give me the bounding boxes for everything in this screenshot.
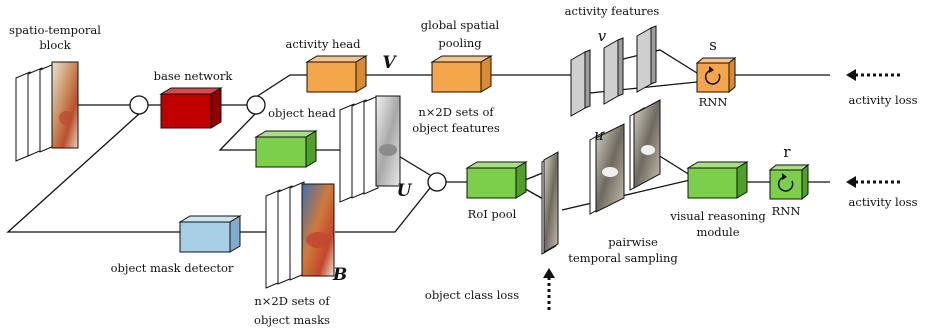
activity-head-block bbox=[305, 55, 368, 93]
loss-arrows bbox=[543, 69, 900, 310]
symbol-v: v bbox=[598, 27, 607, 45]
object-class-loss-label: object class loss bbox=[425, 288, 519, 302]
global-pooling-label-2: pooling bbox=[438, 36, 482, 50]
symbol-B: B bbox=[332, 265, 347, 285]
object-features-stack bbox=[339, 95, 401, 203]
object-masks-label-1: n×2D sets of bbox=[254, 294, 330, 308]
rnn-bottom-label: RNN bbox=[772, 204, 801, 218]
loop-arrow-icon bbox=[777, 173, 794, 192]
rnn-bottom-block bbox=[768, 163, 810, 201]
symbol-U: U bbox=[397, 181, 413, 201]
object-masks-stack bbox=[265, 181, 335, 289]
visual-reasoning-label-1: visual reasoning bbox=[669, 209, 766, 223]
activity-loss-top-label: activity loss bbox=[849, 93, 918, 107]
object-head-block bbox=[254, 130, 318, 168]
base-network-block bbox=[159, 87, 223, 129]
labels: spatio-temporal block base network activ… bbox=[9, 4, 918, 327]
activity-features-label: activity features bbox=[565, 4, 660, 18]
symbol-u: u bbox=[594, 126, 604, 144]
spatio-temporal-label-1: spatio-temporal bbox=[9, 23, 101, 37]
visual-reasoning-label-2: module bbox=[696, 225, 739, 239]
activity-head-label: activity head bbox=[286, 37, 362, 51]
object-mask-detector-label: object mask detector bbox=[111, 261, 234, 275]
rnn-top-label: RNN bbox=[699, 95, 728, 109]
roi-pool-block bbox=[465, 161, 528, 199]
loop-arrow-icon bbox=[704, 66, 721, 85]
junction-circle bbox=[246, 95, 266, 115]
spatio-temporal-label-2: block bbox=[39, 38, 71, 52]
activity-features-stack bbox=[570, 25, 657, 117]
rnn-top-block bbox=[695, 56, 737, 94]
symbol-s: s bbox=[709, 36, 717, 54]
base-network-label: base network bbox=[154, 69, 234, 83]
junction-circle bbox=[129, 95, 149, 115]
activity-loss-bottom-label: activity loss bbox=[849, 195, 918, 209]
roi-pool-label: RoI pool bbox=[468, 207, 517, 221]
junction-circle bbox=[427, 172, 447, 192]
input-frame-image bbox=[51, 61, 79, 149]
symbol-r: r bbox=[783, 143, 791, 161]
pairwise-label-1: pairwise bbox=[608, 235, 658, 249]
object-features-label-2: object features bbox=[412, 121, 500, 135]
pairwise-frames bbox=[541, 99, 661, 255]
symbol-V: V bbox=[382, 53, 397, 73]
global-pooling-label-1: global spatial bbox=[421, 18, 500, 32]
object-masks-label-2: object masks bbox=[254, 313, 330, 327]
global-pooling-block bbox=[430, 55, 493, 93]
spatio-temporal-frames bbox=[15, 61, 79, 162]
visual-reasoning-block bbox=[686, 161, 749, 199]
pairwise-label-2: temporal sampling bbox=[568, 251, 678, 265]
object-mask-detector-block bbox=[178, 215, 242, 253]
object-features-label-1: n×2D sets of bbox=[418, 105, 494, 119]
object-head-label: object head bbox=[268, 106, 336, 120]
